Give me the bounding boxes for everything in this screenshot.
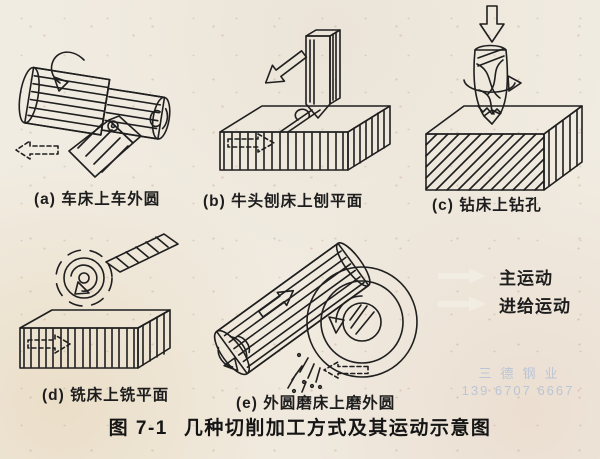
- grinding-workpiece: [213, 242, 371, 376]
- panel-a-lathe-drawing: [12, 46, 187, 186]
- shaper-workpiece-block: [219, 105, 391, 171]
- legend-feed-motion: 进给运动: [436, 290, 571, 318]
- drill-workpiece-block: [425, 105, 583, 191]
- drill-rotation-arrow: [463, 75, 522, 93]
- panel-d-milling-drawing: [12, 232, 207, 382]
- panel-b-shaper-drawing: [208, 12, 398, 190]
- drill-bit: [473, 44, 509, 125]
- milling-arbor: [105, 233, 179, 273]
- feed-motion-arrow: [227, 133, 275, 153]
- watermark-name: 三德钢业: [478, 366, 567, 381]
- figure-caption-title: 几种切削加工方式及其运动示意图: [183, 418, 492, 439]
- milling-cutter: [55, 249, 113, 307]
- main-motion-arrow-icon: [438, 268, 486, 284]
- main-motion-rotation-arrow: [50, 51, 85, 92]
- milling-workpiece-block: [19, 309, 171, 369]
- main-motion-arrow: [264, 50, 308, 84]
- panel-b-label: (b) 牛头刨床上刨平面: [203, 193, 364, 210]
- panel-e-grinding-drawing: [204, 222, 429, 394]
- axial-motion-arrow: [258, 289, 295, 318]
- lathe-tool: [68, 115, 142, 178]
- feed-motion-arrow-icon: [438, 296, 486, 312]
- legend-main-motion-label: 主运动: [499, 268, 553, 288]
- main-motion-arrow: [479, 5, 505, 43]
- panel-d-label: (d) 铣床上铣平面: [42, 387, 170, 404]
- feed-motion-arrow: [323, 361, 369, 379]
- legend-feed-motion-label: 进给运动: [499, 296, 571, 316]
- panel-e-label: (e) 外圆磨床上磨外圆: [236, 395, 396, 412]
- lathe-workpiece: [18, 66, 171, 140]
- watermark-phone: 139 6707 6667: [461, 383, 575, 398]
- panel-a-label: (a) 车床上车外圆: [34, 191, 161, 208]
- panel-c-drill-drawing: [408, 2, 586, 198]
- figure-caption-number: 图 7-1: [108, 418, 168, 439]
- scan-watermark: 三德钢业 139 6707 6667: [438, 363, 598, 398]
- panel-c-label: (c) 钻床上钻孔: [432, 197, 542, 214]
- shaper-tool: [305, 29, 341, 119]
- motion-legend: 主运动 进给运动: [436, 262, 571, 318]
- feed-motion-arrow: [15, 140, 59, 160]
- feed-motion-arrow: [27, 334, 71, 354]
- legend-main-motion: 主运动: [436, 262, 571, 290]
- grinding-wheel: [306, 266, 418, 378]
- figure-caption: 图 7-1 几种切削加工方式及其运动示意图: [0, 413, 600, 440]
- grinding-sparks: [287, 352, 323, 394]
